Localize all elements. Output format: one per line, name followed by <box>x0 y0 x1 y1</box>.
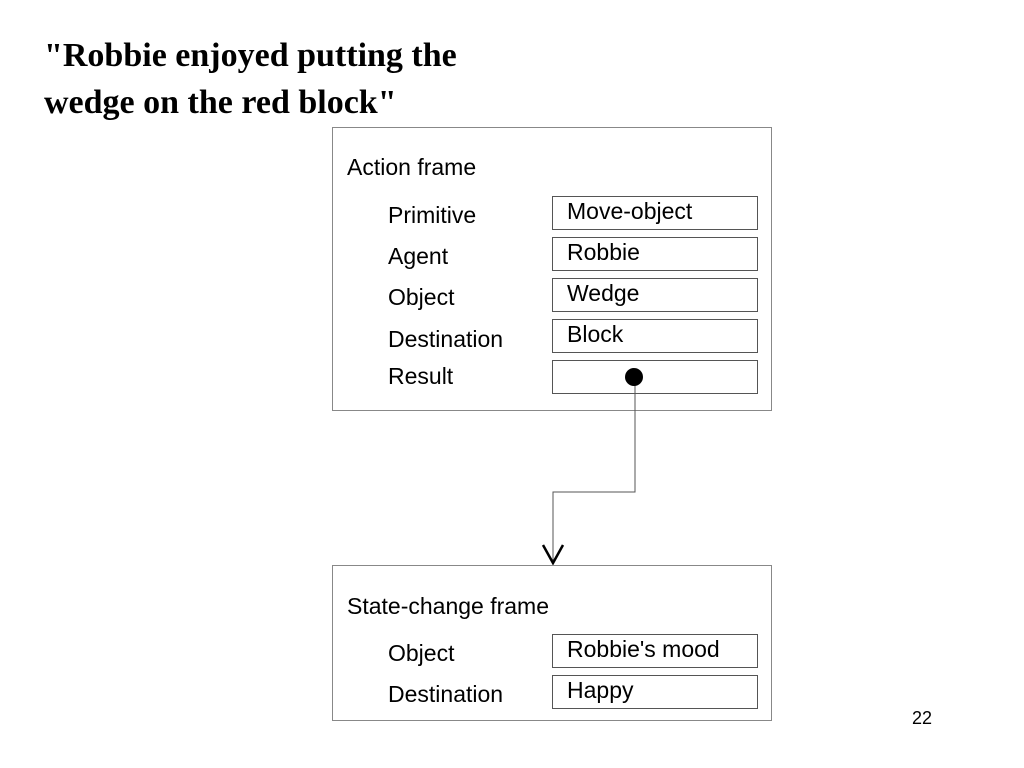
slot-label-destination: Destination <box>388 326 504 352</box>
slot-value-object: Wedge <box>552 278 758 312</box>
slot-value-agent: Robbie <box>552 237 758 271</box>
arrowhead <box>541 544 565 566</box>
slot-label-result: Result <box>388 363 454 389</box>
state-change-frame-title: State-change frame <box>347 593 550 619</box>
slide-title-line-1: "Robbie enjoyed putting the <box>44 37 457 74</box>
slot-label-state-object: Object <box>388 640 455 666</box>
slide-title: "Robbie enjoyed putting the wedge on the… <box>44 32 604 126</box>
slot-label-state-destination: Destination <box>388 681 504 707</box>
slot-value-state-object: Robbie's mood <box>552 634 758 668</box>
slot-label-primitive: Primitive <box>388 202 477 228</box>
slide-title-line-2: wedge on the red block" <box>44 84 397 121</box>
action-frame-title: Action frame <box>347 154 477 180</box>
slot-value-destination: Block <box>552 319 758 353</box>
page-number: 22 <box>912 708 933 728</box>
slot-value-result <box>552 360 758 394</box>
slot-value-primitive: Move-object <box>552 196 758 230</box>
slot-label-object: Object <box>388 284 455 310</box>
slot-label-agent: Agent <box>388 243 449 269</box>
slot-value-state-destination: Happy <box>552 675 758 709</box>
